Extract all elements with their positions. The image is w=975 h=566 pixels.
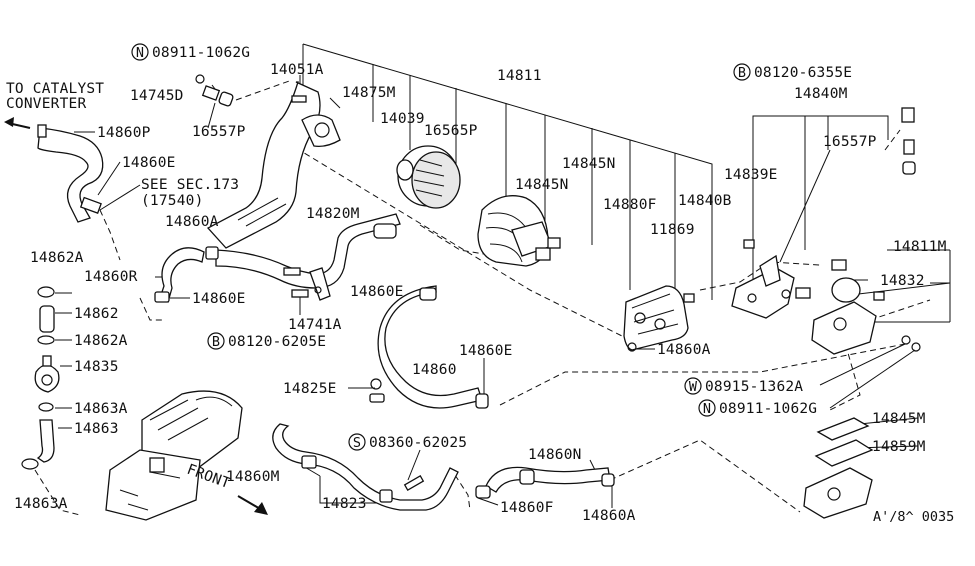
- part-14823: 14823: [322, 496, 367, 512]
- part-14840b: 14840B: [678, 193, 732, 209]
- dashed-lines: [34, 79, 931, 516]
- part-14845m: 14845M: [872, 411, 926, 427]
- part-14863a-b: 14863A: [14, 496, 68, 512]
- callout-n-08911-top: 08911-1062G: [152, 45, 250, 61]
- part-14859m: 14859M: [872, 439, 926, 455]
- part-14832: 14832: [880, 273, 925, 289]
- part-14860e-d: 14860E: [459, 343, 513, 359]
- clamp-icon: [369, 378, 385, 403]
- part-14860e-b: 14860E: [192, 291, 246, 307]
- part-16557p-right: 16557P: [823, 134, 877, 150]
- callout-letter-b-left: B: [212, 334, 220, 350]
- catalyst-arrow-icon: [4, 117, 31, 129]
- gasket-icon: [803, 417, 874, 519]
- part-14839e: 14839E: [724, 167, 778, 183]
- engine-block-icon: [105, 390, 243, 521]
- bracket-icon: [283, 267, 331, 301]
- air-filter-icon: [396, 145, 461, 209]
- part-14875m: 14875M: [342, 85, 396, 101]
- part-14860a-c: 14860A: [582, 508, 636, 524]
- part-14860e-a: 14860E: [122, 155, 176, 171]
- part-14811: 14811: [497, 68, 542, 84]
- part-14860r: 14860R: [84, 269, 138, 285]
- control-valve-icon: [811, 259, 885, 355]
- air-cleaner-icon: [477, 195, 561, 267]
- part-14863a-a: 14863A: [74, 401, 128, 417]
- catalyst-note-line1: TO CATALYST: [6, 81, 104, 97]
- bolt-icon: [195, 74, 307, 107]
- part-14860a-b: 14860A: [657, 342, 711, 358]
- part-14862a-a: 14862A: [30, 250, 84, 266]
- part-14051a: 14051A: [270, 62, 324, 78]
- part-14860f: 14860F: [500, 500, 554, 516]
- part-14862: 14862: [74, 306, 119, 322]
- see-sec-line1: SEE SEC.173: [141, 177, 239, 193]
- part-14835: 14835: [74, 359, 119, 375]
- part-16565p: 16565P: [424, 123, 478, 139]
- labels: TO CATALYST CONVERTER 08911-1062G 08120-…: [6, 45, 954, 525]
- leader-lines: [55, 43, 951, 508]
- bracket-assembly-icon: [731, 239, 811, 319]
- part-14845n-a: 14845N: [562, 156, 616, 172]
- callout-w-08915-1362a: 08915-1362A: [705, 379, 803, 395]
- callout-b-08120-6205e: 08120-6205E: [228, 334, 326, 350]
- front-arrow-icon: [237, 495, 268, 515]
- part-14880f: 14880F: [603, 197, 657, 213]
- part-14863: 14863: [74, 421, 119, 437]
- callout-letter-s: S: [353, 435, 361, 451]
- callout-s-08360-62025: 08360-62025: [369, 435, 467, 451]
- hose-stack-icon: [21, 286, 60, 470]
- part-14825e: 14825E: [283, 381, 337, 397]
- part-14741a: 14741A: [288, 317, 342, 333]
- part-14811m: 14811M: [893, 239, 947, 255]
- catalyst-note-line2: CONVERTER: [6, 96, 86, 112]
- part-14039: 14039: [380, 111, 425, 127]
- part-14860p: 14860P: [97, 125, 151, 141]
- callout-letter-n-top: N: [136, 45, 144, 61]
- part-11869: 11869: [650, 222, 695, 238]
- callout-circles: N B B S W N: [131, 43, 751, 451]
- part-14840m: 14840M: [794, 86, 848, 102]
- part-14860n: 14860N: [528, 447, 582, 463]
- part-14860m: 14860M: [226, 469, 280, 485]
- callout-letter-n-bottom: N: [703, 401, 711, 417]
- valve-body-icon: [623, 285, 695, 352]
- bolt-icon-lower: [403, 475, 425, 491]
- callout-letter-w: W: [689, 379, 698, 395]
- see-sec-line2: (17540): [141, 193, 204, 209]
- part-14860e-c: 14860E: [350, 284, 404, 300]
- bolt-stack-icon: [901, 107, 921, 352]
- part-14862a-b: 14862A: [74, 333, 128, 349]
- callout-n-08911-bottom: 08911-1062G: [719, 401, 817, 417]
- part-14860a-a: 14860A: [165, 214, 219, 230]
- part-14820m: 14820M: [306, 206, 360, 222]
- callout-b-08120-6355e: 08120-6355E: [754, 65, 852, 81]
- drawing-code: A'/8^ 0035: [873, 509, 954, 525]
- part-16557p-left: 16557P: [192, 124, 246, 140]
- parts-drawing: [4, 74, 921, 521]
- part-14745d: 14745D: [130, 88, 184, 104]
- callout-letter-b-right: B: [738, 65, 746, 81]
- part-14860: 14860: [412, 362, 457, 378]
- part-14845n-b: 14845N: [515, 177, 569, 193]
